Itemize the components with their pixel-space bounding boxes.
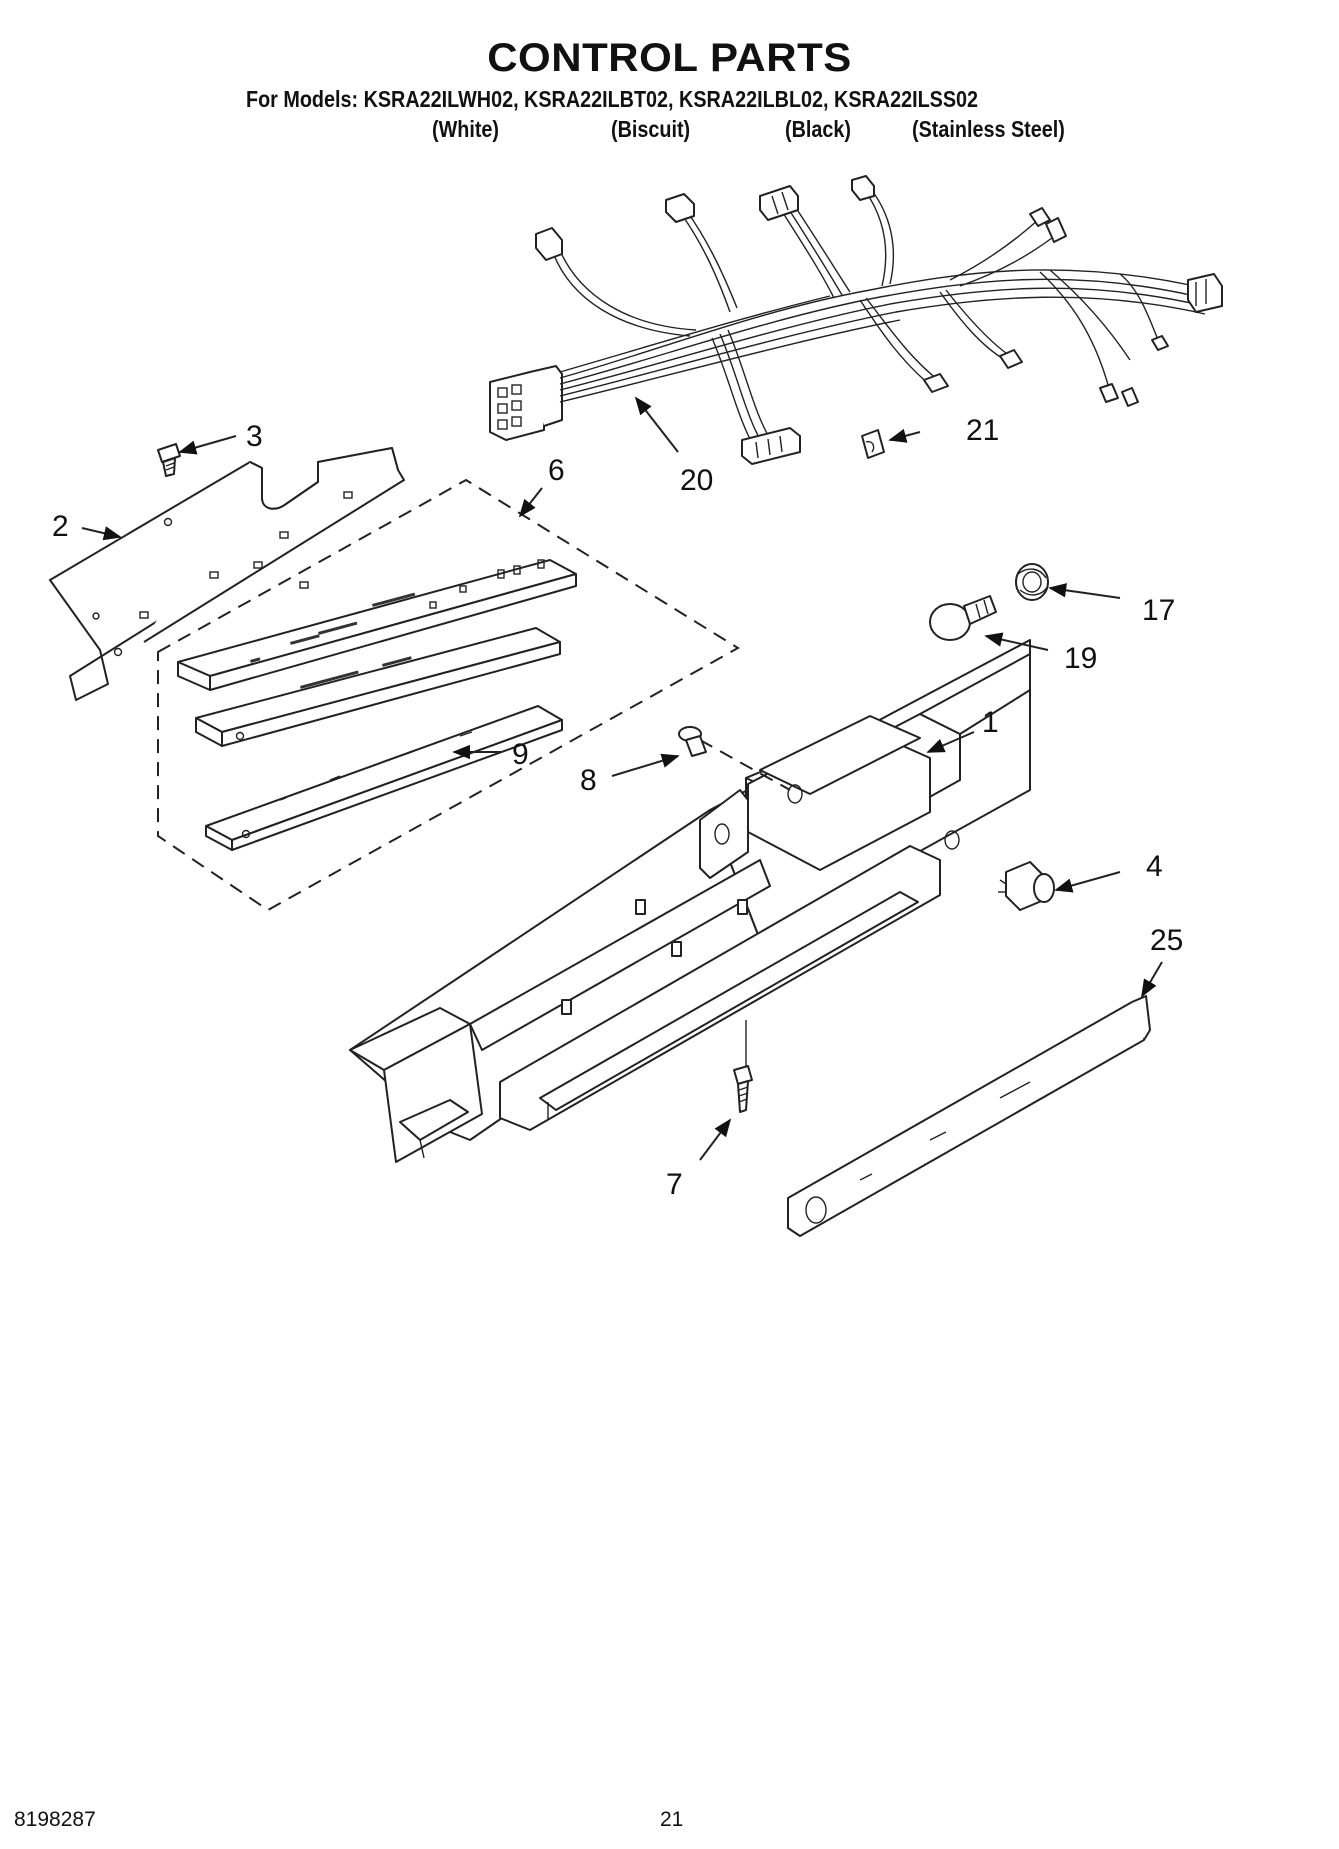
callout-arrow-icon-1 [926,731,975,753]
screw-8-leader [699,739,791,791]
callout-arrow-icon-19 [984,632,1049,651]
page-number: 21 [660,1808,684,1831]
display-board [195,627,561,747]
callout-3: 3 [246,420,263,453]
callout-4: 4 [1146,850,1163,883]
callout-arrow-icon-4 [1054,871,1121,893]
screw-8-icon [678,726,707,757]
callout-arrow-icon-3 [178,435,237,455]
harness-connector-5-icon [1029,207,1067,243]
callout-arrow-icon-20 [634,396,679,453]
page-title: CONTROL PARTS [487,36,852,80]
variant-black: (Black) [785,116,851,142]
harness-connector-10-icon [1099,383,1139,407]
bulb-socket-icon [1015,563,1049,601]
callout-arrow-icon-2 [81,526,122,541]
callout-20: 20 [680,464,713,497]
callout-19: 19 [1064,642,1097,675]
callout-arrow-icon-21 [888,428,921,443]
harness-main-connector-icon [489,365,563,441]
callout-8: 8 [580,764,597,797]
callout-9: 9 [512,738,529,771]
harness-connector-11-icon [1151,335,1169,351]
wire-clip-icon [861,429,885,459]
callout-6: 6 [548,454,565,487]
harness-connector-3-icon [759,185,799,221]
callout-arrow-icon-17 [1048,583,1121,599]
mounting-plate [49,447,405,701]
callout-1: 1 [982,706,999,739]
control-board [177,559,577,691]
light-bulb-icon [929,595,997,641]
callout-arrow-icon-25 [1141,961,1163,998]
harness-connector-2-icon [665,193,695,223]
callout-7: 7 [666,1168,683,1201]
document-number: 8198287 [14,1808,96,1831]
lamp-socket-icon [998,861,1055,911]
screw-icon [157,443,181,477]
models-line: For Models: KSRA22ILWH02, KSRA22ILBT02, … [246,86,979,112]
callout-arrows [81,396,1163,1161]
callout-21: 21 [966,414,999,447]
control-housing [349,639,1031,1163]
screw-7-icon [733,1020,753,1113]
callout-25: 25 [1150,924,1183,957]
wire-harness [489,175,1223,465]
callout-arrow-icon-8 [611,753,680,777]
harness-connector-8-icon [923,373,949,393]
harness-connector-7-icon [741,427,801,465]
callout-arrow-icon-7 [699,1118,732,1161]
callout-17: 17 [1142,594,1175,627]
harness-connector-4-icon [851,175,875,201]
variant-biscuit: (Biscuit) [611,116,691,142]
harness-connector-6-icon [1187,273,1223,313]
variant-stainless-steel: (Stainless Steel) [912,116,1065,142]
callout-2: 2 [52,510,69,543]
variant-white: (White) [432,116,500,142]
harness-connector-9-icon [999,349,1023,369]
nameplate [787,995,1151,1237]
callout-arrow-icon-6 [518,487,543,518]
harness-connector-1-icon [535,227,563,261]
